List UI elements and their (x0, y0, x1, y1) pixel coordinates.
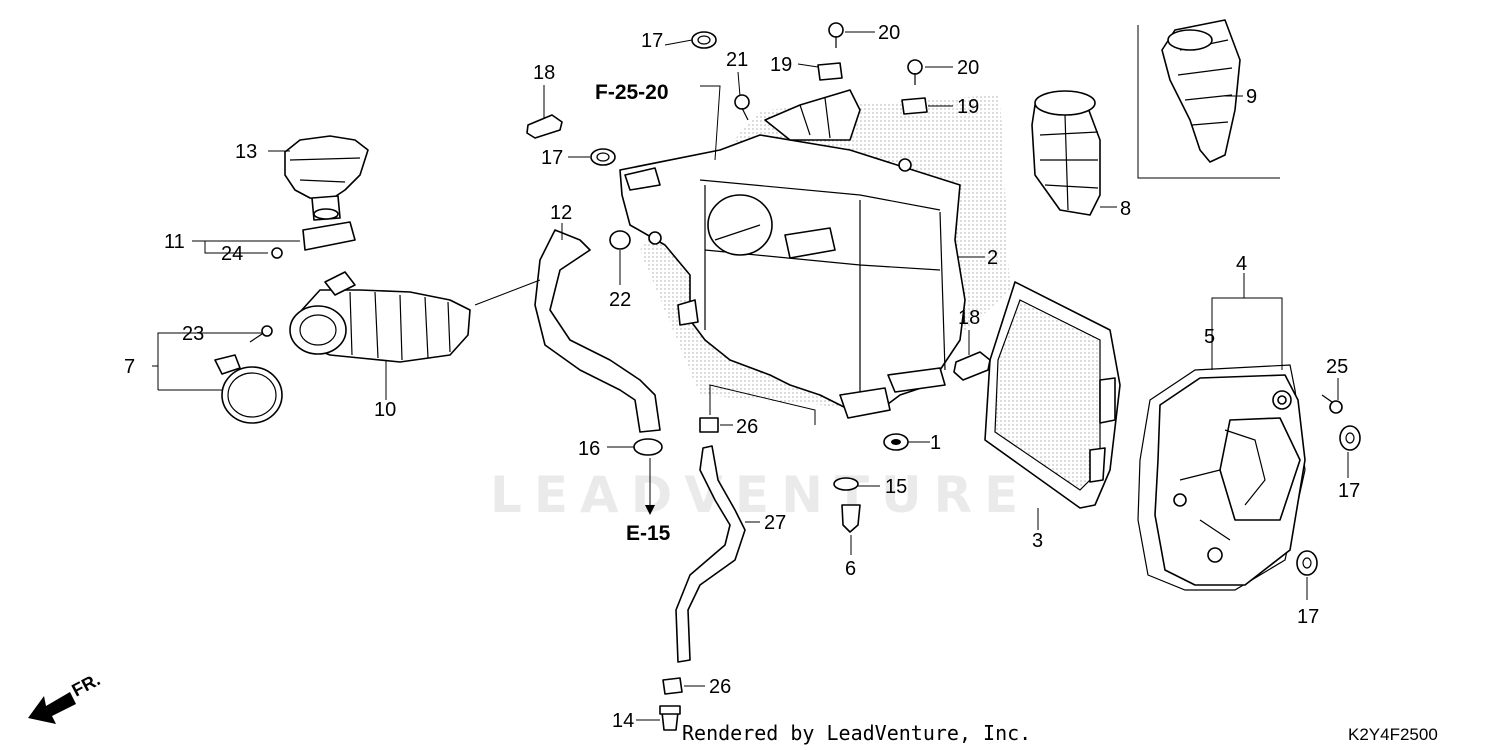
label-part-17-right: 17 (1338, 480, 1360, 502)
nut-part-19-upper (817, 62, 843, 81)
label-part-6: 6 (845, 558, 856, 580)
drain-tube-part-27 (675, 445, 746, 663)
label-part-23: 23 (182, 323, 204, 345)
label-part-10: 10 (374, 399, 396, 421)
clamp-part-16 (633, 438, 663, 456)
label-part-17-left: 17 (541, 147, 563, 169)
label-part-26-lower: 26 (709, 676, 731, 698)
air-cleaner-case-part-2 (619, 89, 1010, 419)
connecting-tube-part-10 (289, 221, 471, 363)
air-cleaner-cover-part-4 (1137, 364, 1306, 591)
label-part-2: 2 (987, 247, 998, 269)
front-direction-arrow-icon (28, 692, 76, 724)
label-part-21: 21 (726, 49, 748, 71)
grommet-part-17-right (1339, 425, 1361, 451)
direction-label: FR. (68, 669, 103, 700)
label-part-19-lower: 19 (957, 96, 979, 118)
bolt-part-23 (249, 325, 273, 343)
intake-duct-part-9 (1137, 19, 1280, 179)
screw-part-25 (1321, 394, 1343, 414)
clip-part-26-lower (662, 677, 683, 695)
reference-f-25-20: F-25-20 (595, 81, 669, 104)
diagram-code: K2Y4F2500 (1348, 725, 1438, 744)
label-part-18-top: 18 (533, 62, 555, 84)
label-part-1: 1 (930, 432, 941, 454)
label-part-25: 25 (1326, 356, 1348, 378)
leader-lines (152, 31, 1349, 721)
air-cleaner-element-part-3 (984, 281, 1121, 509)
label-part-9: 9 (1246, 86, 1257, 108)
label-part-18-right: 18 (958, 307, 980, 329)
label-part-17-bottom: 17 (1297, 606, 1319, 628)
nut-part-19-lower (901, 97, 928, 115)
footer-rendered-by: Rendered by LeadVenture, Inc. (682, 721, 1031, 745)
label-part-19-upper: 19 (770, 54, 792, 76)
grommet-part-18-top (526, 114, 563, 139)
clip-part-26-upper (699, 417, 719, 433)
plug-part-6 (841, 504, 861, 533)
grommet-part-1 (883, 433, 909, 451)
label-part-15: 15 (885, 476, 907, 498)
label-part-26-upper: 26 (736, 416, 758, 438)
resonator-part-13 (284, 135, 369, 221)
label-part-12: 12 (550, 202, 572, 224)
label-part-14: 14 (612, 710, 634, 732)
reference-e-15: E-15 (626, 522, 671, 545)
bolt-part-20-lower (907, 59, 923, 85)
label-part-5: 5 (1204, 326, 1215, 348)
grommet-part-17-left (590, 148, 616, 166)
label-part-8: 8 (1120, 198, 1131, 220)
label-part-7: 7 (124, 356, 135, 378)
bolt-part-20-upper (828, 22, 844, 48)
screw-part-24 (271, 247, 283, 259)
clip-part-15 (833, 477, 859, 491)
screw-part-21 (734, 94, 750, 121)
label-part-3: 3 (1032, 530, 1043, 552)
label-part-13: 13 (235, 141, 257, 163)
clamp-part-22 (609, 230, 631, 250)
label-part-4: 4 (1236, 253, 1247, 275)
grommet-part-18-right (953, 351, 991, 381)
plug-part-14 (659, 705, 681, 731)
watermark: LEADVENTURE (490, 466, 1030, 524)
intake-funnel-part-8 (1031, 90, 1101, 216)
hose-part-12 (534, 229, 661, 433)
label-part-24: 24 (221, 243, 243, 265)
label-part-17-top: 17 (641, 30, 663, 52)
label-part-27: 27 (764, 512, 786, 534)
part-labels: 1 2 3 4 5 6 7 8 9 10 11 12 13 14 15 16 1… (124, 22, 1360, 732)
grommet-part-17-top (691, 31, 717, 49)
grommet-part-17-bottom (1296, 550, 1318, 576)
label-part-11: 11 (164, 231, 185, 253)
label-part-16: 16 (578, 438, 600, 460)
label-part-20-upper: 20 (878, 22, 900, 44)
label-part-22: 22 (609, 289, 631, 311)
tube-band-part-7 (214, 354, 283, 424)
label-part-20-lower: 20 (957, 57, 979, 79)
